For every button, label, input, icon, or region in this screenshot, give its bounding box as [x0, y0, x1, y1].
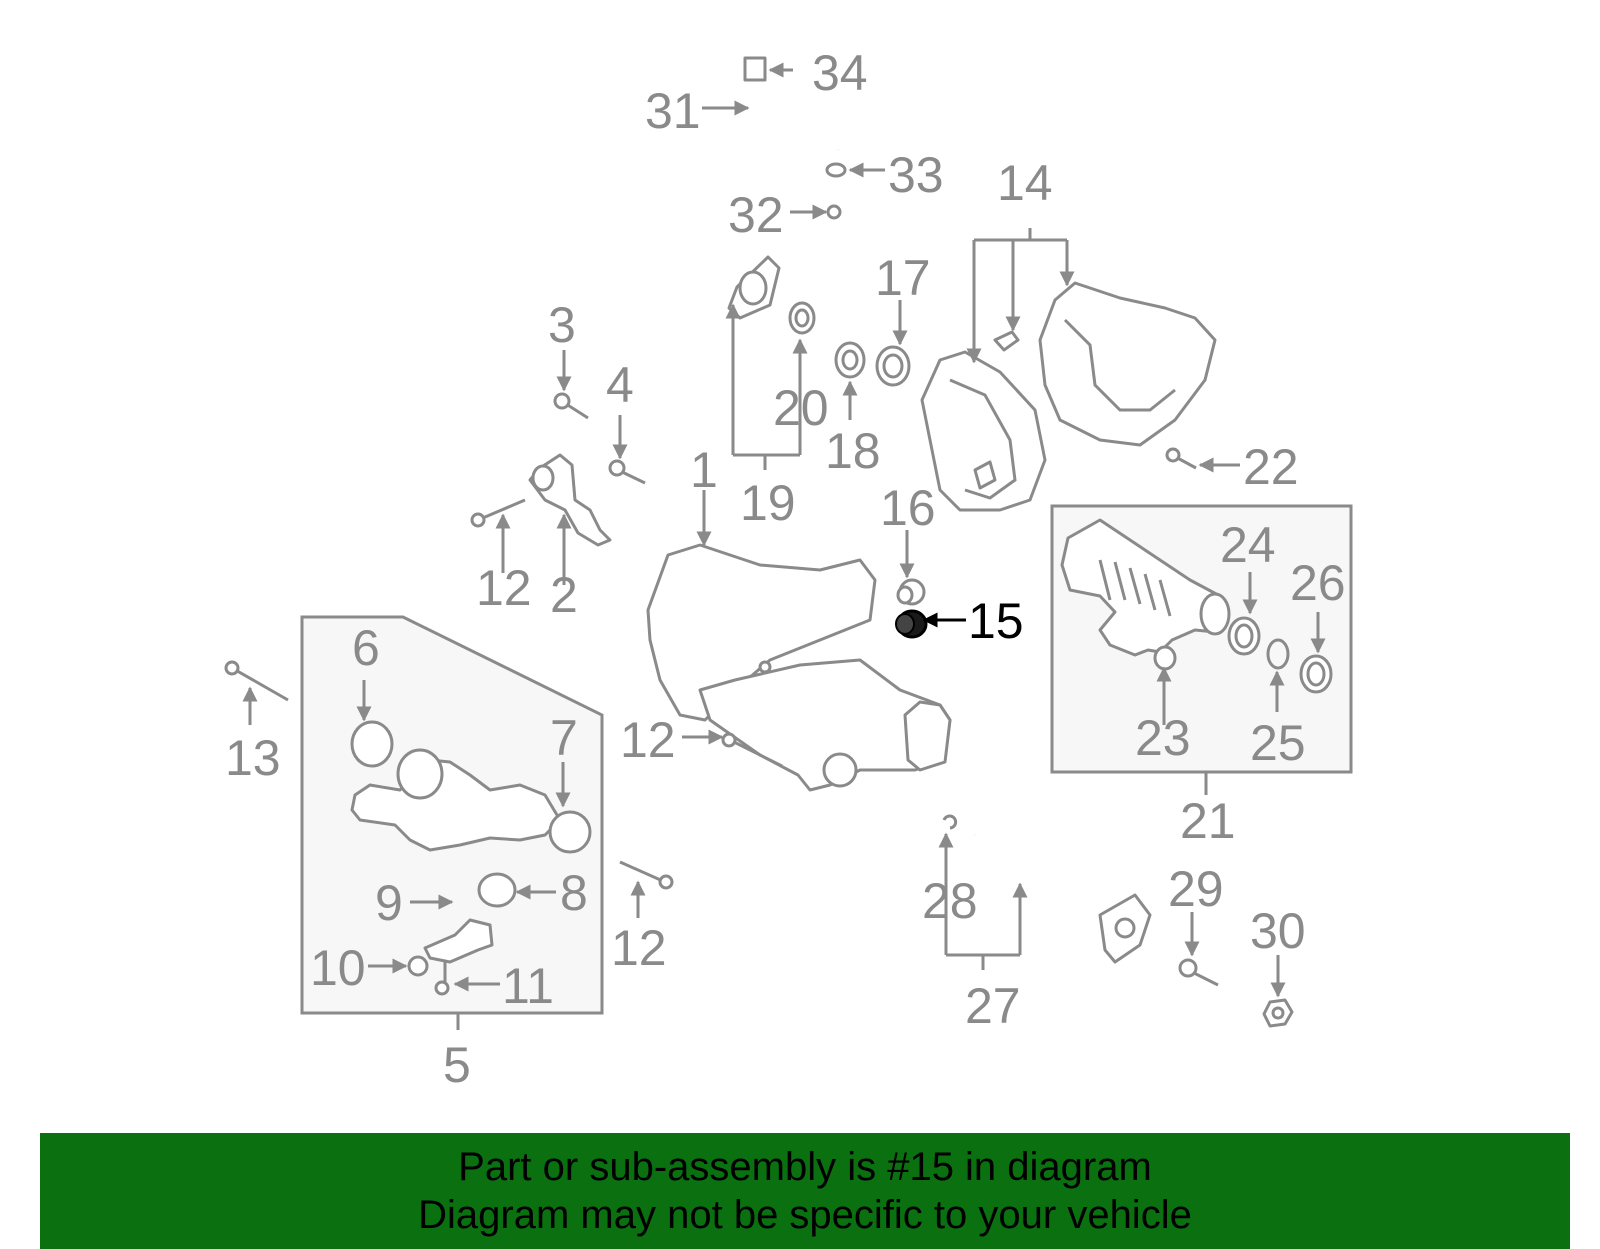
footer-banner: Part or sub-assembly is #15 in diagram D…: [40, 1133, 1570, 1249]
footer-line-1: Part or sub-assembly is #15 in diagram: [458, 1145, 1152, 1189]
callout-13: 13: [225, 730, 281, 786]
part-32-bolt: [790, 204, 842, 220]
part-29-bolt: [1178, 912, 1219, 987]
callout-3: 3: [548, 297, 576, 353]
callout-9: 9: [375, 875, 403, 931]
part-5-arm-assembly: [350, 680, 592, 854]
part-18-washer: [834, 341, 866, 420]
part-31-hose: [702, 92, 840, 151]
part-4-bolt: [608, 415, 646, 485]
part-26-seal: [1299, 612, 1333, 694]
part-20-seal: [788, 301, 816, 455]
callout-29: 29: [1168, 861, 1224, 917]
part-25-snap-ring: [1266, 638, 1290, 712]
part-28-clip: [938, 814, 958, 955]
part-30-nut: [1262, 955, 1294, 1028]
callout-20: 20: [773, 380, 829, 436]
callout-33: 33: [888, 147, 944, 203]
callout-18: 18: [825, 423, 881, 479]
part-12-bolt-upper: [470, 498, 526, 573]
callout-27: 27: [965, 978, 1021, 1034]
callout-34: 34: [812, 45, 868, 101]
callout-21: 21: [1180, 793, 1236, 849]
callout-14: 14: [997, 155, 1053, 211]
callout-30: 30: [1250, 903, 1306, 959]
part-11-bolt: [434, 960, 500, 1030]
callout-22: 22: [1243, 439, 1299, 495]
part-21-assembly: [1060, 518, 1231, 795]
callout-17: 17: [875, 250, 931, 306]
part-17-seal: [875, 300, 911, 387]
callout-12-upper: 12: [476, 560, 532, 616]
callout-10: 10: [310, 940, 366, 996]
part-3-bolt: [553, 350, 589, 420]
callout-15: 15: [968, 593, 1024, 649]
callout-31: 31: [645, 83, 701, 139]
part-19-gasket: [725, 255, 800, 470]
callout-24: 24: [1220, 517, 1276, 573]
part-1-differential: [646, 490, 952, 792]
part-14-housing: [920, 228, 1217, 512]
part-13-bolt: [224, 660, 289, 725]
part-2-bracket: [528, 453, 612, 585]
callout-12-middle: 12: [620, 712, 676, 768]
part-15-bushing-highlighted: [895, 609, 966, 639]
part-34-cap: [743, 56, 793, 82]
callout-25: 25: [1250, 715, 1306, 771]
callout-28: 28: [922, 873, 978, 929]
callout-19: 19: [740, 475, 796, 531]
callout-23: 23: [1135, 710, 1191, 766]
part-12-bolt-lower: [619, 860, 674, 918]
part-24-seal: [1227, 572, 1261, 656]
part-27-axle-shaft: [946, 832, 1152, 970]
callout-6: 6: [352, 620, 380, 676]
part-12-bolt-middle: [682, 729, 783, 768]
callout-12-lower: 12: [611, 920, 667, 976]
footer-line-2: Diagram may not be specific to your vehi…: [418, 1193, 1192, 1237]
callout-32: 32: [728, 187, 784, 243]
callout-4: 4: [606, 357, 634, 413]
part-16-bushing: [896, 530, 926, 606]
part-33-clip: [825, 162, 885, 178]
callout-1: 1: [690, 442, 718, 498]
callout-7: 7: [550, 710, 578, 766]
callout-8: 8: [560, 865, 588, 921]
callout-5: 5: [443, 1037, 471, 1093]
callout-11: 11: [502, 958, 554, 1014]
part-22-bolt: [1165, 447, 1240, 473]
callout-16: 16: [880, 480, 936, 536]
part-8-bushing: [477, 872, 556, 908]
callout-26: 26: [1290, 555, 1346, 611]
part-10-nut: [368, 955, 429, 977]
callout-2: 2: [550, 567, 578, 623]
part-9-bracket: [410, 894, 494, 964]
